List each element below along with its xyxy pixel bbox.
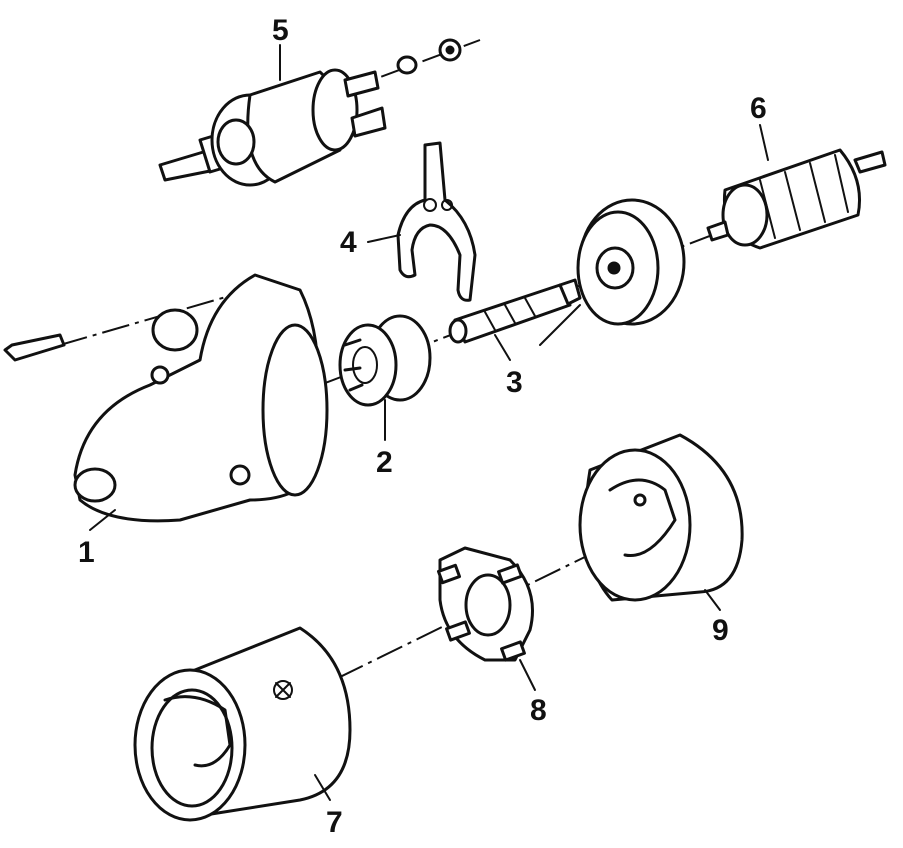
callout-9: 9 (712, 614, 729, 647)
callout-1: 1 (78, 536, 95, 569)
callout-4: 4 (340, 226, 357, 259)
drive-shaft-part-3 (448, 278, 582, 344)
solenoid-part-5 (158, 38, 462, 187)
bearing-plate (576, 198, 686, 326)
callout-7: 7 (326, 806, 343, 839)
armature-part-6 (706, 148, 887, 250)
callout-labels: 1 2 3 4 5 6 7 8 9 (78, 14, 767, 839)
drive-end-housing-part-1 (3, 273, 329, 523)
brush-holder-part-8 (436, 546, 534, 662)
leader-lines (89, 44, 769, 801)
callout-2: 2 (376, 446, 393, 479)
end-cover-part-9 (578, 433, 744, 602)
pinion-drive-part-2 (338, 314, 432, 407)
callout-3: 3 (506, 366, 523, 399)
field-frame-part-7 (133, 626, 352, 822)
callout-6: 6 (750, 92, 767, 125)
shift-fork-part-4 (396, 141, 477, 302)
callout-8: 8 (530, 694, 547, 727)
callout-5: 5 (272, 14, 289, 47)
